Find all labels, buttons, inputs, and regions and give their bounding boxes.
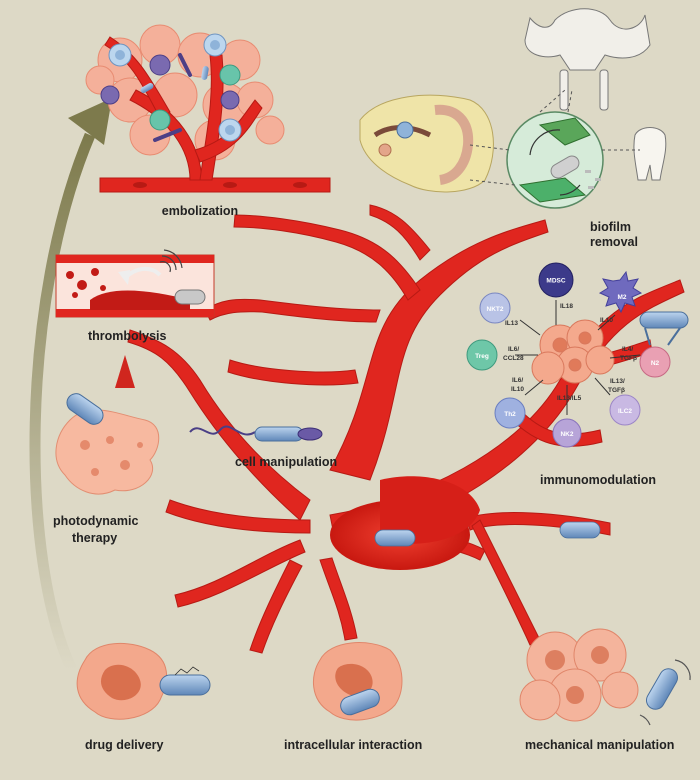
photodynamic-therapy-illustration: photodynamic therapy [53, 393, 160, 545]
cytokine-il13-tgfb-2: TGFβ [608, 387, 625, 394]
cytokine-il4-tgfb-1: IL4/ [622, 346, 633, 353]
th2-cell: Th2 [494, 397, 526, 429]
biofilm-removal-illustration: biofilm removal [359, 8, 667, 249]
tooth [633, 127, 667, 181]
tumor-cluster [531, 319, 615, 385]
cytokine-arrows [515, 300, 641, 415]
drug-delivery-illustration: drug delivery [76, 642, 211, 752]
cytokine-il13: IL13 [505, 320, 518, 327]
thrombolysis-label: thrombolysis [88, 329, 167, 343]
cytokine-il13-il5: IL13/IL5 [557, 395, 582, 402]
mdsc-cell: MDSC [538, 262, 574, 298]
svg-text:MDSC: MDSC [546, 278, 565, 285]
embolization-label: embolization [162, 204, 238, 218]
nk2-cell: NK2 [552, 418, 582, 448]
laser-indicator [115, 355, 135, 388]
m2-cell: M2 [598, 270, 643, 314]
vessel-microrobots [374, 521, 601, 547]
cytokine-il6-ccl28-1: IL6/ [508, 346, 519, 353]
cytokine-il4-tgfb-2: TGFβ [620, 355, 637, 362]
mechanical-manipulation-label: mechanical manipulation [525, 738, 674, 752]
cell-manipulation-label: cell manipulation [235, 455, 337, 469]
svg-text:Treg: Treg [475, 353, 489, 360]
ilc2-cell: ILC2 [609, 394, 641, 426]
svg-text:N2: N2 [651, 360, 660, 367]
cytokine-il6-il10-2: IL10 [511, 386, 524, 393]
pelvis-bone [524, 8, 651, 111]
treg-cell: Treg [466, 339, 498, 371]
n2-cell: N2 [639, 311, 689, 378]
thrombolysis-illustration: thrombolysis [55, 249, 215, 343]
svg-text:NK2: NK2 [560, 431, 573, 438]
progression-arrow [29, 98, 112, 673]
cytokine-il6-il10-1: IL6/ [512, 377, 523, 384]
biofilm-label-line1: biofilm [590, 220, 631, 234]
cytokine-il18: IL18 [560, 303, 573, 310]
photodynamic-label-line1: photodynamic [53, 514, 138, 528]
embolization-illustration: embolization [85, 24, 331, 218]
drug-delivery-label: drug delivery [85, 738, 164, 752]
cytokine-il6-ccl28-2: CCL28 [503, 355, 524, 362]
ear-anatomy [359, 94, 494, 193]
immunomodulation-illustration: MDSC M2 NKT2 Treg N2 Th2 NK2 [466, 262, 689, 487]
zoom-lines [469, 89, 640, 186]
immunomodulation-label: immunomodulation [540, 473, 656, 487]
svg-text:ILC2: ILC2 [618, 408, 632, 415]
svg-text:M2: M2 [617, 294, 626, 301]
mechanical-manipulation-illustration: mechanical manipulation [519, 628, 691, 752]
nkt2-cell: NKT2 [479, 292, 511, 324]
biofilm-label-line2: removal [590, 235, 638, 249]
cell-manipulation-illustration: cell manipulation [189, 425, 337, 469]
photodynamic-label-line2: therapy [72, 531, 117, 545]
cytokine-il10: IL10 [600, 317, 613, 324]
cytokine-il13-tgfb-1: IL13/ [610, 378, 625, 385]
intracellular-interaction-label: intracellular interaction [284, 738, 422, 752]
svg-text:Th2: Th2 [504, 411, 516, 418]
svg-text:NKT2: NKT2 [487, 306, 504, 313]
intracellular-interaction-illustration: intracellular interaction [284, 642, 422, 752]
